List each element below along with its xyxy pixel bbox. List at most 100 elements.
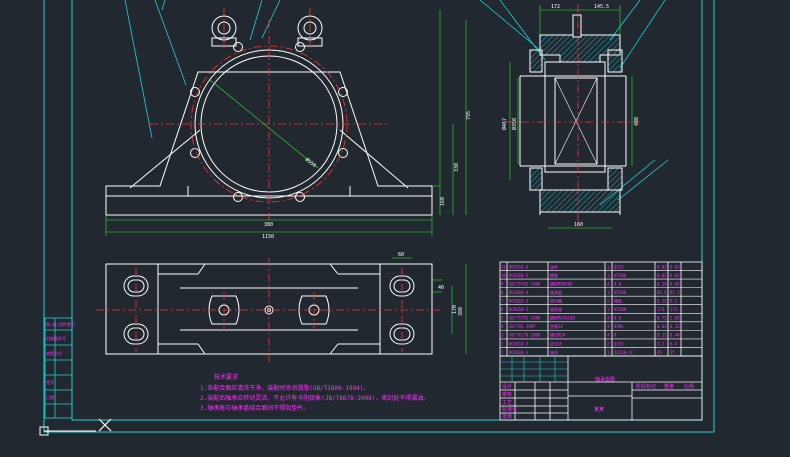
bom-cell-no: 10 [501, 273, 506, 278]
bom-cell-code: DG5010-3 [509, 299, 529, 304]
dim-plan-380: 380 [458, 307, 464, 316]
bom-cell-w1: 173 [657, 307, 665, 312]
dim-side-350: Ø350 [511, 118, 518, 130]
bom-cell-w1: 0.03 [657, 264, 667, 269]
bom-cell-code: DG5010-1 [509, 350, 529, 355]
bom-cell-no: 6 [501, 307, 504, 312]
bom-cell-code: DG5010-7 [509, 341, 529, 346]
bom-cell-mat: 65Mn [614, 324, 624, 329]
bom-cell-code: GB/T93-1987 [509, 324, 536, 329]
bom-cell-w1: 0.72 [657, 316, 667, 321]
dim-side-480: 480 [634, 117, 640, 126]
bom-cell-qty: 4 [607, 324, 610, 329]
tb-sheet-weight: 重量 [664, 383, 674, 390]
dim-front-330: 330 [454, 163, 460, 172]
dim-plan-170: 170 [452, 305, 458, 314]
bom-cell-mat: HT200 [614, 307, 627, 312]
dim-side-160: 160 [574, 222, 583, 228]
bom-cell-no: 7 [501, 299, 504, 304]
dim-front-380: 380 [264, 222, 273, 228]
bom-cell-w2: 173 [670, 307, 678, 312]
bom-cell-no: 1 [501, 350, 504, 355]
bom-cell-name: 油杯 [550, 263, 558, 269]
dim-front-160: 160 [440, 197, 446, 206]
dim-plan-60: 60 [398, 252, 404, 258]
bom-cell-mat: 橡胶 [614, 298, 622, 304]
bom-cell-qty: 1 [607, 290, 610, 295]
side-strip-row-3: 底图总号 [46, 350, 62, 356]
bom-cell-code: DG5010-5 [509, 273, 529, 278]
plan-view: 60 40 170 380 [96, 252, 467, 362]
title-block: 轴承座图 某某 设计 审核 工艺 标准化 批准 阶段标记 重量 比例 [499, 355, 703, 421]
bom-cell-w2: 0.5 [670, 299, 678, 304]
bom-cell-name: 定位环 [550, 340, 562, 346]
tech-note-1: 1.各配合面应清洗干净，装配时涂润滑脂(GB/T5800-1994)。 [200, 384, 369, 392]
side-strip-row-2: 旧底图总号 [46, 335, 66, 341]
side-strip-row-1: 借(通)用件登记 [46, 321, 75, 327]
bom-cell-name: 螺塞 [550, 272, 558, 278]
bom-cell-name: 螺栓M20X60 [550, 280, 573, 286]
bom-cell-code: DG5010-2 [509, 307, 529, 312]
bom-cell-qty: 1 [607, 264, 610, 269]
bom-cell-no: 9 [501, 281, 504, 286]
bom-cell-w1: 0.24 [657, 281, 667, 286]
bom-cell-qty: 1 [607, 307, 610, 312]
bom-cell-mat: Q235 [614, 264, 624, 269]
bom-cell-w1: 0.03 [657, 324, 667, 329]
bom-cell-code: DG5010-6 [509, 264, 529, 269]
bom-cell-name: 垫圈24 [550, 323, 563, 329]
dim-side-172: 172 [551, 4, 560, 10]
tech-notes-title: 技术要求 [214, 373, 238, 381]
tb-label-review: 审核 [502, 391, 512, 398]
bom-cell-qty: 2 [607, 299, 610, 304]
bom-cell-qty: 1 [607, 350, 610, 355]
bom-cell-no: 4 [501, 324, 504, 329]
dim-plan-40: 40 [438, 285, 444, 291]
company-name: 某某 [594, 407, 604, 413]
bom-cell-qty: 4 [607, 333, 610, 338]
bom-cell-code: GB/T5782-1986 [509, 316, 541, 321]
dim-side-467: Ø467 [501, 118, 508, 130]
ucs-origin-icon [39, 426, 96, 436]
bom-cell-code: GB/T5783-1986 [509, 281, 541, 286]
dim-front-bore: Ø550 [304, 156, 318, 169]
dim-front-1150: 1150 [262, 234, 274, 240]
bom-cell-w2: 0.12 [670, 324, 680, 329]
bom-cell-mat: 8.8 [614, 316, 622, 321]
bom-cell-qty: 4 [607, 281, 610, 286]
drawing-name: 轴承座图 [595, 376, 615, 383]
bom-cell-w2: 0.96 [670, 281, 680, 286]
bom-cell-w1: 0.11 [657, 333, 667, 338]
bom-cell-w1: 0.25 [657, 299, 667, 304]
bom-cell-qty: 4 [607, 316, 610, 321]
side-section-view: 172 145.5 160 Ø467 Ø350 480 [479, 0, 669, 229]
crosshair-cursor-icon [98, 418, 112, 432]
bom-cell-name: 轴承盖 [550, 289, 562, 295]
dim-front-795: 795 [466, 111, 472, 120]
bom-cell-name: 密封圈 [550, 298, 562, 304]
tb-label-process: 工艺 [502, 400, 512, 406]
sheet-border [43, 0, 715, 433]
tech-note-3: 3.轴承座与轴承盖结合面间不得加垫片。 [200, 404, 309, 412]
bom-cell-name: 轴承 [550, 349, 558, 355]
tech-note-2: 2.装配后轴承应转动灵活，不允许有卡阻现象(JB/T8878-2008)，密封处… [200, 394, 429, 402]
bom-cell-mat: 8 [614, 333, 617, 338]
bom-cell-mat: 22230-CC [614, 350, 634, 355]
bom-cell-w2: 0.44 [670, 333, 680, 338]
side-strip-table [44, 317, 73, 419]
tb-sheet-scale: 比例 [684, 383, 694, 390]
bom-cell-no: 3 [501, 333, 504, 338]
bom-cell-mat: HT200 [614, 273, 627, 278]
bom-cell-qty: 2 [607, 341, 610, 346]
tb-label-standard: 标准化 [502, 406, 517, 413]
bom-cell-name: 螺栓M24X180 [550, 315, 575, 321]
bom-cell-w2: 85.5 [670, 290, 680, 295]
bom-cell-name: 螺母M24 [550, 332, 566, 338]
bom-cell-no: 5 [501, 316, 504, 321]
bom-cell-code: DG5010-4 [509, 290, 529, 295]
bom-cell-w2: 6.4 [670, 341, 678, 346]
